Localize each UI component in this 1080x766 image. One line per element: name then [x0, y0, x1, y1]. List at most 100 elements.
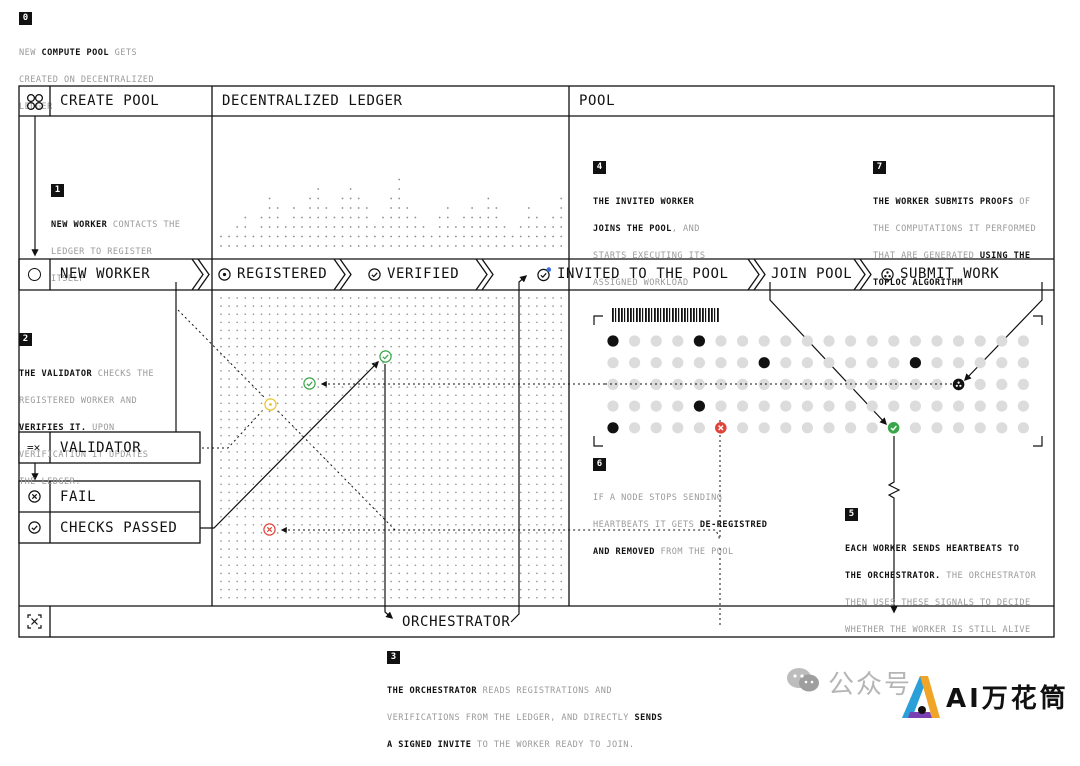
pool-node — [650, 400, 662, 412]
ledger-dot — [220, 475, 222, 478]
ledger-dot — [325, 378, 328, 380]
pool-node — [996, 400, 1008, 412]
ledger-dot — [430, 540, 433, 542]
pool-node — [866, 422, 878, 434]
ledger-dot — [536, 402, 538, 405]
ledger-dot — [495, 564, 498, 567]
ledger-dot — [471, 426, 473, 429]
ledger-dot — [365, 226, 368, 228]
ledger-dot — [422, 353, 425, 356]
ledger-dot — [487, 361, 490, 364]
ledger-dot — [220, 483, 222, 486]
ledger-dot — [390, 207, 392, 209]
ledger-dot — [560, 337, 563, 340]
ledger-dot — [519, 370, 522, 372]
ledger-dot — [438, 245, 441, 247]
ledger-dot — [220, 345, 222, 348]
ledger-dot — [463, 353, 465, 356]
ledger-dot — [293, 378, 295, 380]
pool-node — [888, 378, 900, 390]
ledger-dot — [293, 410, 295, 413]
ledger-dot — [398, 491, 401, 494]
ledger-dot — [341, 515, 344, 518]
ledger-dot — [333, 410, 336, 413]
ledger-dot — [560, 515, 563, 518]
ledger-dot — [398, 548, 401, 550]
ledger-dot — [552, 329, 554, 332]
pool-node — [953, 335, 965, 347]
ledger-dot — [406, 556, 409, 559]
ledger-dot — [349, 580, 352, 583]
ledger-dot — [317, 572, 320, 575]
ledger-dot — [398, 197, 401, 200]
ledger-dot — [220, 402, 222, 405]
ledger-dot — [293, 226, 295, 228]
ledger-dot — [438, 418, 441, 421]
ledger-dot — [341, 197, 344, 200]
column-ledger: DECENTRALIZED LEDGER — [222, 93, 403, 109]
ledger-dot — [236, 442, 239, 445]
ledger-dot — [333, 507, 336, 510]
ledger-dot — [414, 313, 417, 316]
ledger-dot — [536, 507, 538, 510]
ledger-dot — [341, 305, 344, 307]
ledger-dot — [293, 548, 295, 550]
ledger-dot — [341, 402, 344, 405]
ledger-dot — [341, 491, 344, 494]
ledger-dot — [414, 556, 417, 559]
ledger-dot — [357, 451, 360, 453]
ledger-dot — [495, 523, 498, 526]
ledger-dot — [487, 321, 490, 324]
ledger-dot — [268, 580, 271, 583]
ledger-dot — [317, 345, 320, 348]
ledger-dot — [471, 540, 473, 542]
verified-icon — [368, 268, 381, 281]
pool-node — [650, 335, 662, 347]
ledger-dot — [414, 499, 417, 502]
ledger-dot — [463, 580, 465, 583]
ledger-dot — [495, 337, 498, 340]
pool-node — [650, 357, 662, 369]
ledger-dot — [284, 418, 287, 421]
ledger-dot — [390, 596, 392, 599]
pool-node — [672, 357, 684, 369]
pool-node — [780, 400, 792, 412]
ledger-dot — [511, 305, 514, 307]
ledger-dot — [544, 507, 546, 510]
ledger-dot — [552, 596, 554, 599]
ledger-dot — [268, 197, 271, 200]
step-2-badge: 2 — [19, 333, 32, 346]
ledger-dot — [519, 426, 522, 429]
ledger-dot — [527, 556, 530, 559]
ledger-dot — [430, 588, 433, 591]
ledger-dot — [527, 434, 530, 437]
ledger-dot — [406, 483, 409, 486]
pool-node-active — [758, 357, 770, 369]
ledger-dot — [446, 216, 449, 219]
barcode-bar — [714, 308, 716, 322]
pool-node — [629, 357, 641, 369]
ledger-dot — [325, 540, 328, 542]
ledger-dot — [438, 540, 441, 542]
pool-node — [974, 422, 986, 434]
ledger-dot — [479, 321, 482, 324]
ledger-dot — [252, 353, 255, 356]
ledger-dot — [365, 580, 368, 583]
ledger-dot — [390, 370, 392, 372]
ledger-dot — [309, 305, 311, 307]
ledger-dot — [382, 580, 384, 583]
ledger-dot — [341, 548, 344, 550]
invited-icon — [537, 267, 552, 282]
ledger-dot — [519, 564, 522, 567]
ledger-dot — [236, 402, 239, 405]
barcode — [612, 308, 719, 322]
ledger-dot — [268, 329, 271, 332]
ledger-dot — [260, 491, 263, 494]
ledger-dot — [309, 507, 311, 510]
ledger-dot — [309, 459, 311, 461]
barcode-bar — [666, 308, 668, 322]
ledger-dot — [544, 548, 546, 550]
ledger-dot — [536, 345, 538, 348]
ledger-dot — [276, 523, 279, 526]
ledger-dot — [284, 402, 287, 405]
